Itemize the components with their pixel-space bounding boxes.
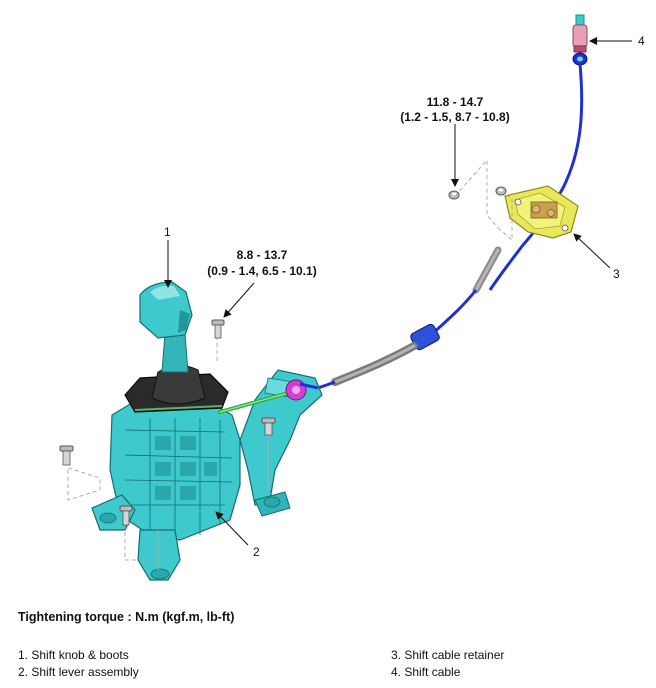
callout-4: 4 xyxy=(638,34,645,48)
lever-bolt-right xyxy=(261,417,276,424)
leader-3 xyxy=(573,233,611,269)
cable-mid-run xyxy=(428,289,478,338)
cable-end-collar xyxy=(573,45,587,53)
legend-item-shift-knob: 1. Shift knob & boots xyxy=(18,648,129,662)
legend-item-shift-lever: 2. Shift lever assembly xyxy=(18,665,139,679)
legend-item-shift-cable: 4. Shift cable xyxy=(391,665,461,679)
callout-1: 1 xyxy=(164,225,171,239)
lever-bolt-front xyxy=(119,505,133,512)
legend-item-cable-retainer: 3. Shift cable retainer xyxy=(391,648,505,662)
callout-2: 2 xyxy=(253,545,260,559)
callout-3: 3 xyxy=(613,267,620,281)
lever-bolts xyxy=(59,319,276,526)
cable-upper-run xyxy=(488,63,584,291)
lever-bolt-guides xyxy=(67,336,218,561)
shift-cable xyxy=(317,14,588,390)
shift-lever-assembly xyxy=(91,369,323,581)
cable-bracket-arm xyxy=(239,369,323,506)
cable-joint xyxy=(218,379,319,414)
legend-title: Tightening torque : N.m (kgf.m, lb-ft) xyxy=(18,610,235,624)
cable-end-tip xyxy=(575,14,585,26)
retainer-bolt-guides xyxy=(454,158,513,241)
shift-knob-and-boots xyxy=(124,281,229,413)
torque-lever-imperial: (0.9 - 1.4, 6.5 - 10.1) xyxy=(207,264,316,278)
leader-2 xyxy=(215,511,249,546)
retainer-nuts xyxy=(448,186,507,200)
leader-lines xyxy=(164,37,632,546)
front-mount-leg xyxy=(137,529,181,581)
cable-end-pink xyxy=(572,24,588,48)
leader-torque-lever xyxy=(223,282,255,318)
torque-retainer-imperial: (1.2 - 1.5, 8.7 - 10.8) xyxy=(400,110,509,124)
shift-lever-cable-diagram: 1 2 3 4 11.8 - 14.7 (1.2 - 1.5, 8.7 - 10… xyxy=(59,14,645,581)
lever-bolt-left xyxy=(59,445,74,452)
torque-lever-nm: 8.8 - 13.7 xyxy=(237,248,288,262)
shift-cable-retainer xyxy=(504,185,579,239)
torque-retainer-nm: 11.8 - 14.7 xyxy=(427,95,484,109)
lever-bolt-top xyxy=(211,319,225,326)
